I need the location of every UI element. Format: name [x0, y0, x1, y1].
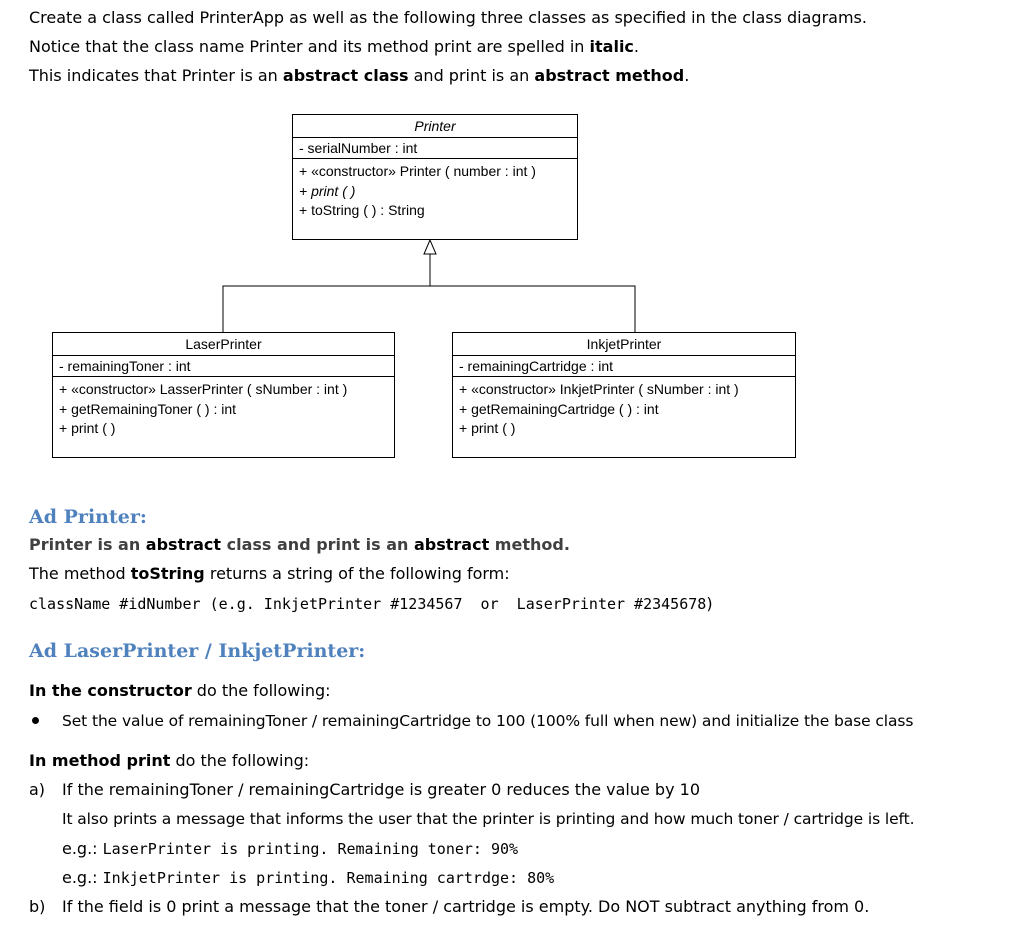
- bold-term: abstract: [145, 535, 222, 554]
- code-format-example: className #idNumber (e.g. InkjetPrinter …: [29, 595, 707, 613]
- class-method: + «constructor» LasserPrinter ( sNumber …: [59, 381, 348, 397]
- intro-line-1: Create a class called PrinterApp as well…: [29, 8, 867, 28]
- body-text: do the following:: [191, 681, 331, 700]
- print-method-line: In method print do the following:: [29, 751, 309, 771]
- laserprinter-class-box: LaserPrinter - remainingToner : int + «c…: [52, 332, 395, 458]
- class-method: + getRemainingToner ( ) : int: [59, 400, 237, 417]
- step-a-text: If the remainingToner / remainingCartrid…: [62, 780, 700, 799]
- body-text: e.g.:: [62, 868, 103, 887]
- class-name: InkjetPrinter: [453, 333, 795, 356]
- body-text: class and print is an: [221, 535, 414, 554]
- example-2: e.g.: InkjetPrinter is printing. Remaini…: [62, 868, 554, 888]
- inheritance-connectors: [222, 238, 636, 332]
- class-method: + toString ( ) : String: [299, 202, 425, 218]
- italic-word: italic: [589, 37, 634, 56]
- class-method: + getRemainingCartridge ( ) : int: [459, 400, 659, 417]
- method-name: toString: [130, 564, 205, 583]
- step-b-text: If the field is 0 print a message that t…: [62, 897, 870, 916]
- step-a-text-2: It also prints a message that informs th…: [62, 810, 915, 828]
- class-method: + print ( ): [459, 420, 516, 436]
- body-text: Printer is an: [29, 535, 146, 554]
- class-name: LaserPrinter: [53, 333, 394, 356]
- code-example: InkjetPrinter is printing. Remaining car…: [102, 869, 555, 887]
- list-marker-a: a): [29, 780, 46, 799]
- constructor-bullet-text: Set the value of remainingToner / remain…: [62, 712, 914, 730]
- bold-term: abstract class: [282, 66, 409, 85]
- list-marker-b: b): [29, 897, 46, 916]
- intro-line-2: Notice that the class name Printer and i…: [29, 37, 639, 57]
- class-method: + «constructor» InkjetPrinter ( sNumber …: [459, 381, 739, 397]
- class-attribute: - remainingCartridge : int: [453, 356, 795, 377]
- body-text: method.: [489, 535, 570, 554]
- ad-printer-line-3: className #idNumber (e.g. InkjetPrinter …: [29, 594, 713, 614]
- bold-term: abstract: [413, 535, 490, 554]
- example-1: e.g.: LaserPrinter is printing. Remainin…: [62, 839, 518, 859]
- inkjetprinter-class-box: InkjetPrinter - remainingCartridge : int…: [452, 332, 796, 458]
- body-text: e.g.:: [62, 839, 103, 858]
- code-example: LaserPrinter is printing. Remaining tone…: [102, 840, 519, 858]
- bold-term: In the constructor: [29, 681, 192, 700]
- class-method: + «constructor» Printer ( number : int ): [299, 163, 536, 179]
- class-method: + print ( ): [59, 420, 116, 436]
- class-attribute: - serialNumber : int: [293, 138, 577, 159]
- class-methods: + «constructor» LasserPrinter ( sNumber …: [53, 377, 394, 439]
- inheritance-line: [222, 285, 636, 332]
- generalization-arrow: [423, 238, 437, 255]
- ad-laser-inkjet-heading: Ad LaserPrinter / InkjetPrinter:: [29, 640, 366, 662]
- intro-text: Create a class called PrinterApp as well…: [29, 8, 867, 27]
- class-methods: + «constructor» Printer ( number : int )…: [293, 159, 577, 221]
- body-text: The method: [29, 564, 131, 583]
- class-name: Printer: [293, 115, 577, 138]
- body-text: ): [706, 594, 713, 613]
- intro-text: This indicates that Printer is an: [29, 66, 283, 85]
- body-text: do the following:: [170, 751, 310, 770]
- body-text: returns a string of the following form:: [204, 564, 510, 583]
- bold-term: In method print: [29, 751, 171, 770]
- bold-term: abstract method: [534, 66, 685, 85]
- intro-text: .: [633, 37, 640, 56]
- printer-class-box: Printer - serialNumber : int + «construc…: [292, 114, 578, 240]
- ad-printer-line-1: Printer is an abstract class and print i…: [29, 535, 570, 555]
- ad-printer-line-2: The method toString returns a string of …: [29, 564, 510, 584]
- intro-text: Notice that the class name Printer and i…: [29, 37, 590, 56]
- intro-text: .: [684, 66, 690, 85]
- class-methods: + «constructor» InkjetPrinter ( sNumber …: [453, 377, 795, 439]
- class-attribute: - remainingToner : int: [53, 356, 394, 377]
- class-method: + print ( ): [299, 182, 356, 199]
- constructor-line: In the constructor do the following:: [29, 681, 331, 701]
- ad-printer-heading: Ad Printer:: [29, 506, 147, 528]
- intro-text: and print is an: [408, 66, 535, 85]
- bullet-dot: [32, 717, 39, 724]
- intro-line-3: This indicates that Printer is an abstra…: [29, 66, 689, 86]
